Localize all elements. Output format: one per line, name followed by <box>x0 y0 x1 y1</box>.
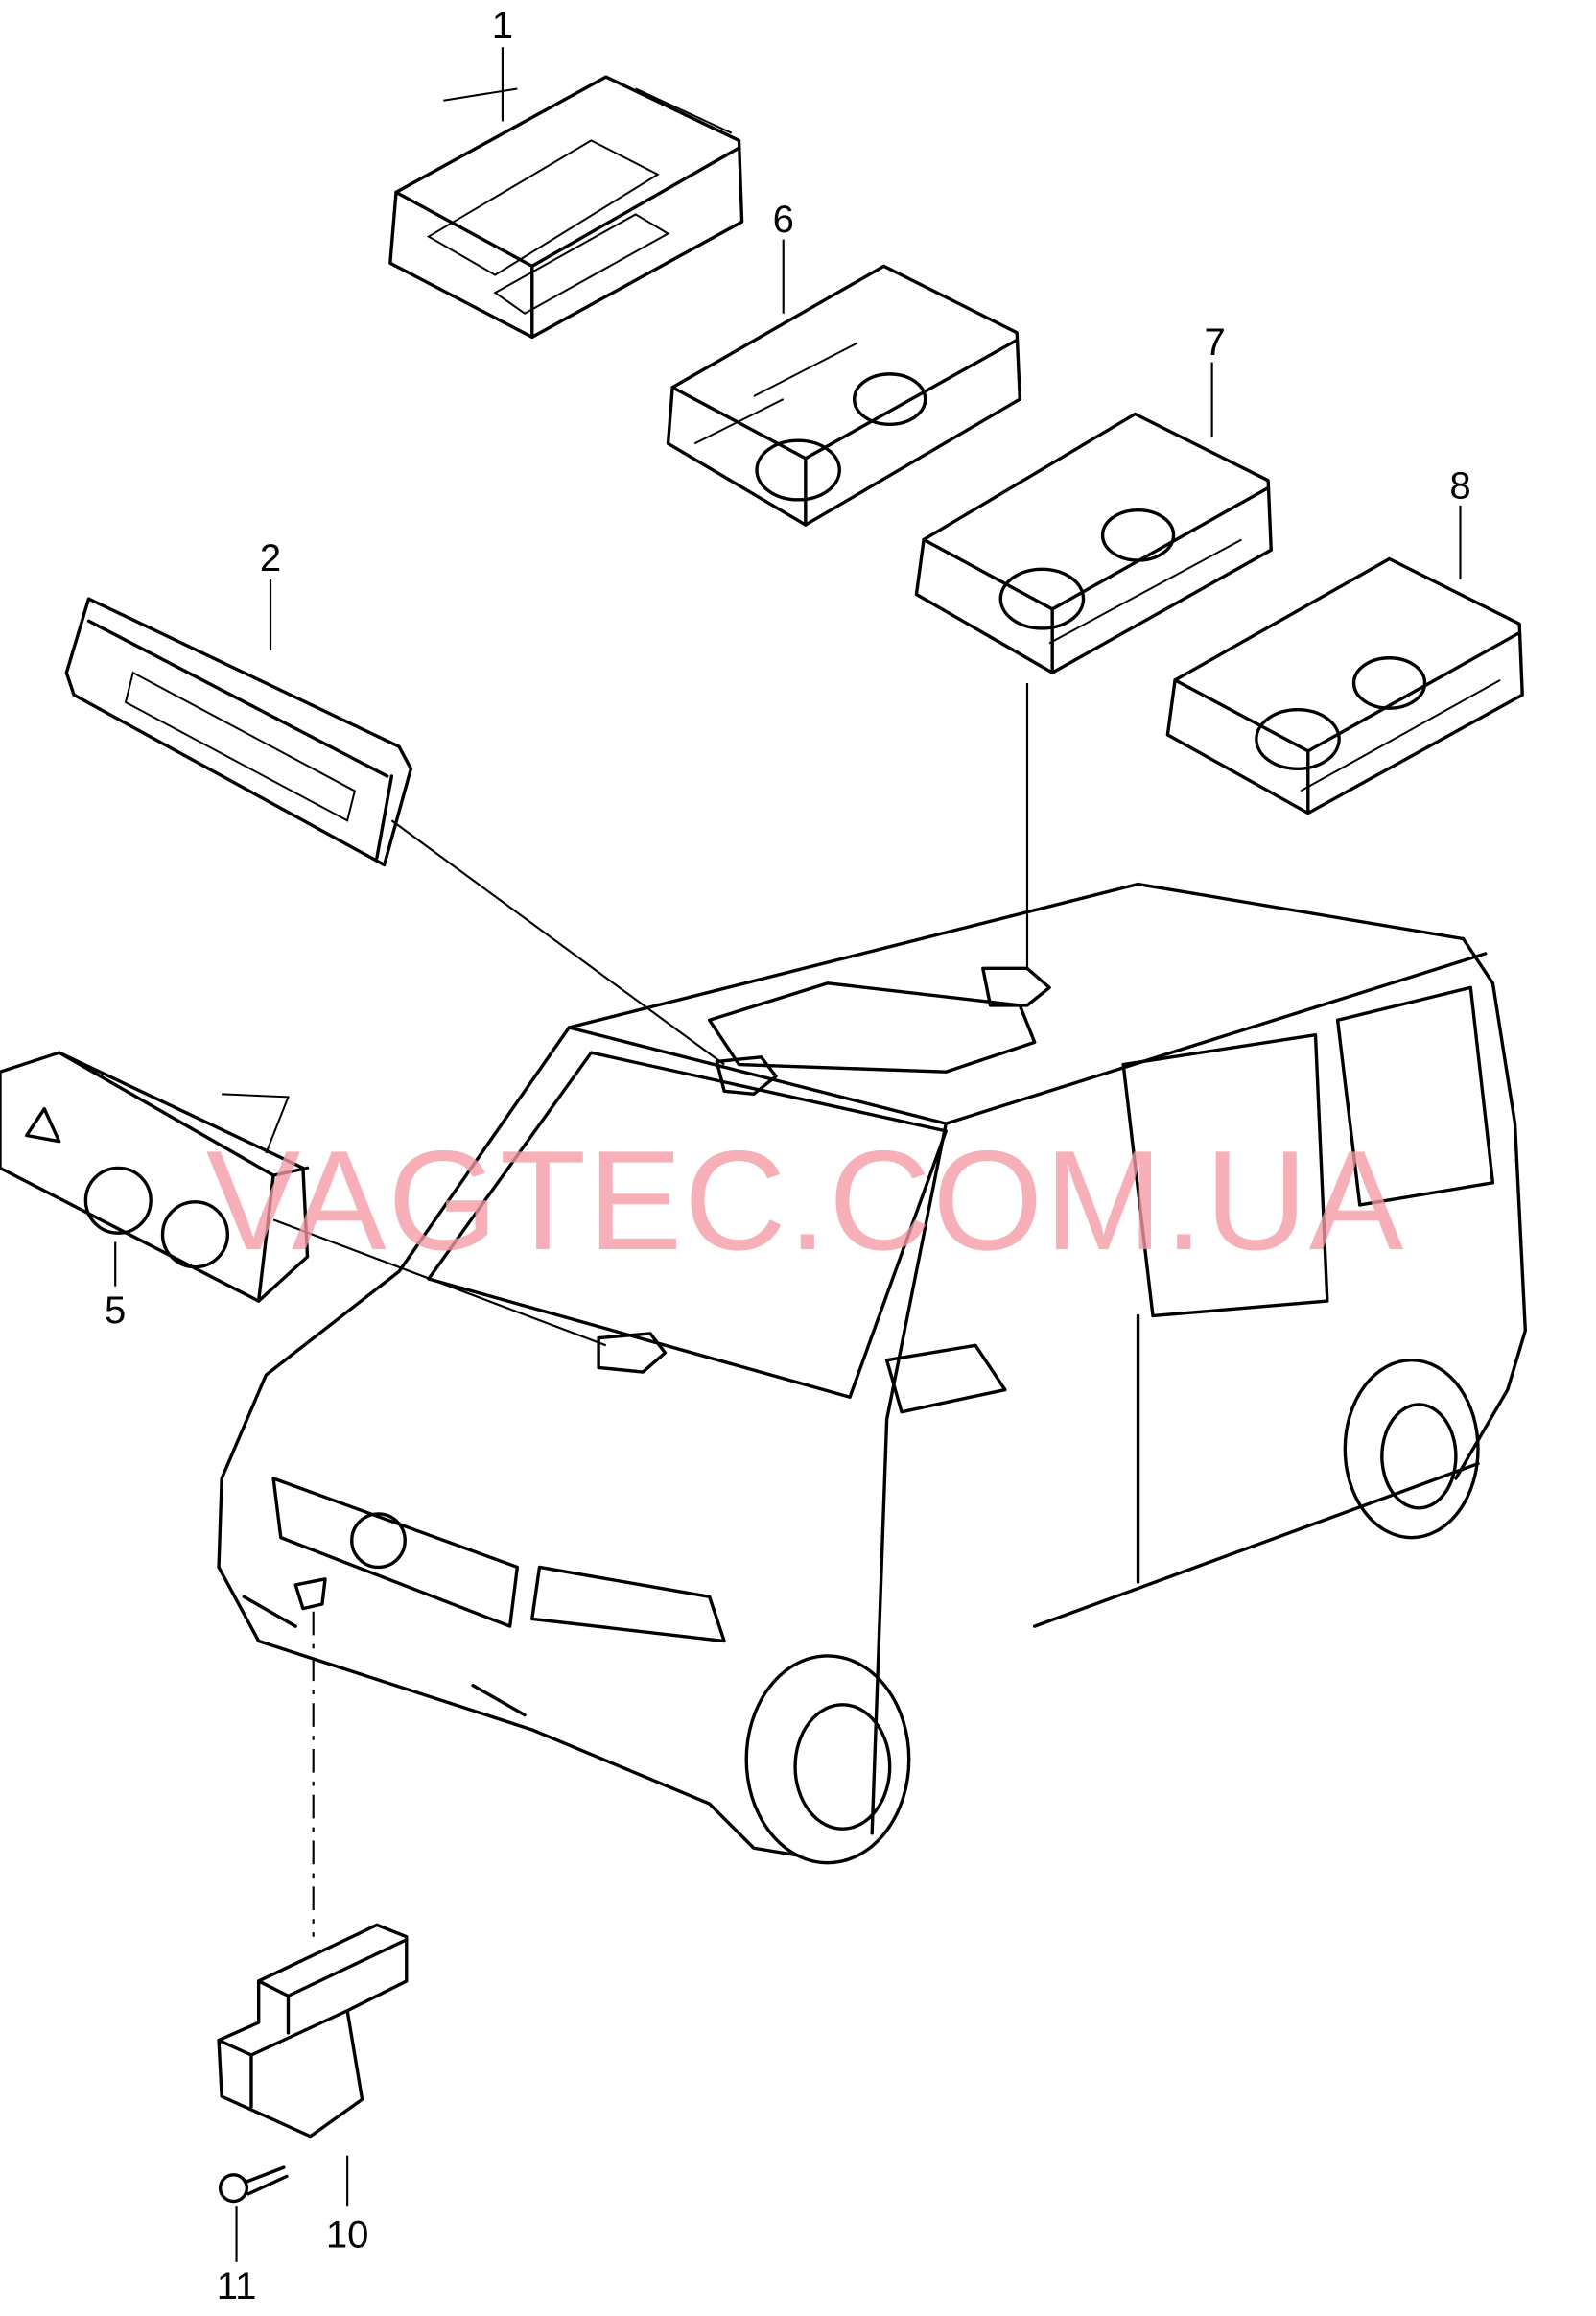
part-1-overhead-panel <box>388 75 744 340</box>
van-illustration <box>217 882 1528 1865</box>
callout-8: 8 <box>1449 464 1470 507</box>
callout-11: 11 <box>217 2265 257 2307</box>
watermark: VAGTEC.COM.UA <box>206 1122 1405 1280</box>
part-5-heater-control <box>0 1051 310 1303</box>
part-7-control-panel <box>914 412 1273 674</box>
callout-2: 2 <box>260 537 281 579</box>
part-2-display-panel <box>64 597 413 867</box>
callout-1: 1 <box>492 5 513 47</box>
part-10-sensor <box>217 1577 409 2139</box>
callout-6: 6 <box>773 199 794 241</box>
leader-lines <box>114 47 1462 2262</box>
part-8-control-panel <box>1165 556 1524 815</box>
callout-7: 7 <box>1205 321 1226 364</box>
callout-5: 5 <box>105 1289 126 1332</box>
part-11-screw <box>218 2165 289 2204</box>
part-6-control-panel <box>666 264 1021 527</box>
callout-10: 10 <box>326 2213 369 2256</box>
